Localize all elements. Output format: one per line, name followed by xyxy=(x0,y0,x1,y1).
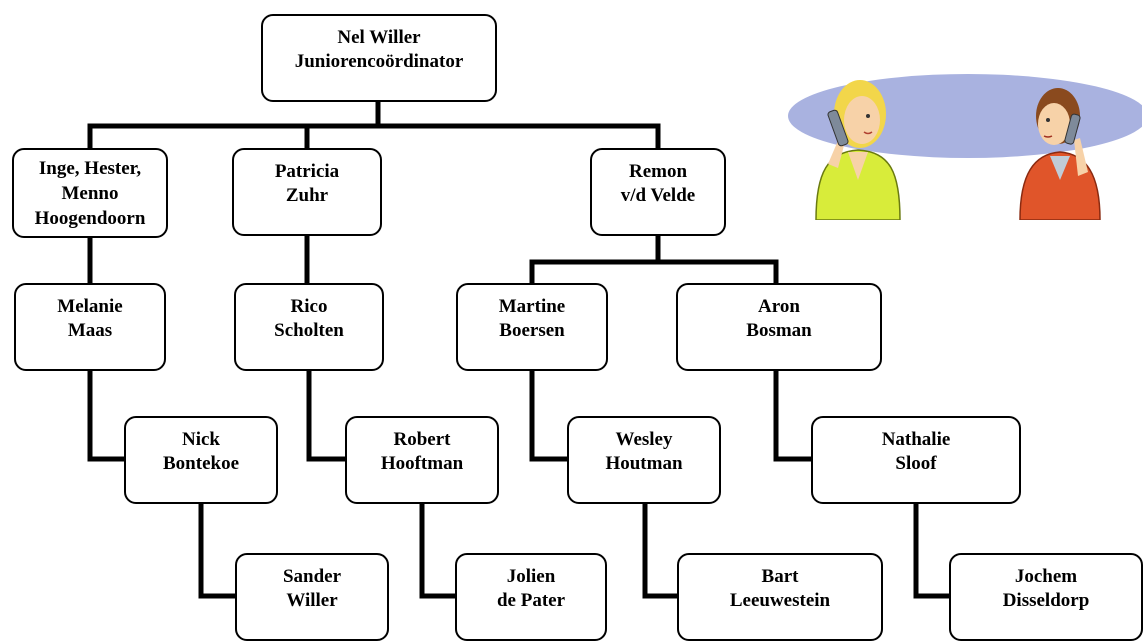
connector-nick-sander xyxy=(198,499,241,599)
node-line: Aron xyxy=(758,296,800,317)
node-nathalie-sloof: Nathalie Sloof xyxy=(811,416,1021,504)
node-inge-hester-menno: Inge, Hester, Menno Hoogendoorn xyxy=(12,148,168,238)
node-line: Bart xyxy=(761,566,799,587)
node-sander-willer: Sander Willer xyxy=(235,553,389,641)
node-line: de Pater xyxy=(496,590,566,611)
node-line: Remon xyxy=(628,161,688,182)
node-line: Nathalie xyxy=(881,429,951,450)
node-line: Houtman xyxy=(605,453,683,474)
two-people-on-phone-icon xyxy=(788,74,1142,220)
node-martine-boersen: Martine Boersen xyxy=(456,283,608,371)
node-line: Boersen xyxy=(499,320,565,341)
node-line: Willer xyxy=(286,590,338,611)
right-person xyxy=(1019,88,1101,220)
node-nel-willer: Nel Willer Juniorencoördinator xyxy=(261,14,497,102)
node-line: Inge, Hester, xyxy=(38,158,142,179)
node-line: Bosman xyxy=(746,320,812,341)
node-nick-bontekoe: Nick Bontekoe xyxy=(124,416,278,504)
node-bart-leeuwestein: Bart Leeuwestein xyxy=(677,553,883,641)
node-line: Maas xyxy=(67,320,113,341)
node-line: v/d Velde xyxy=(620,185,696,206)
node-line: Jolien xyxy=(506,566,556,587)
node-line: Patricia xyxy=(274,161,340,182)
connector-melanie-nick xyxy=(87,367,130,462)
node-line: Sander xyxy=(282,566,342,587)
left-person xyxy=(815,80,901,220)
connector-robert-jolien xyxy=(419,499,461,599)
connector-nathalie-jochem xyxy=(913,499,955,599)
connector-aron-nathalie xyxy=(773,367,817,462)
node-remon-vd-velde: Remon v/d Velde xyxy=(590,148,726,236)
node-line: Disseldorp xyxy=(1002,590,1090,611)
node-line: Juniorencoördinator xyxy=(294,51,464,72)
node-jochem-disseldorp: Jochem Disseldorp xyxy=(949,553,1143,641)
node-line: Martine xyxy=(498,296,566,317)
node-line: Melanie xyxy=(57,296,123,317)
node-line: Bontekoe xyxy=(163,453,239,474)
connector-wesley-bart xyxy=(642,499,683,599)
node-line: Menno xyxy=(61,183,119,204)
node-patricia-zuhr: Patricia Zuhr xyxy=(232,148,382,236)
node-line: Nel Willer xyxy=(337,27,421,48)
connector-martine-wesley xyxy=(529,367,573,462)
node-line: Scholten xyxy=(274,320,344,341)
node-line: Sloof xyxy=(895,453,937,474)
connector-rico-robert xyxy=(306,367,351,462)
node-melanie-maas: Melanie Maas xyxy=(14,283,166,371)
node-line: Nick xyxy=(182,429,220,450)
node-line: Wesley xyxy=(615,429,673,450)
node-line: Leeuwestein xyxy=(729,590,831,611)
node-line: Jochem xyxy=(1014,566,1078,587)
node-line: Rico xyxy=(290,296,328,317)
node-aron-bosman: Aron Bosman xyxy=(676,283,882,371)
node-line: Hooftman xyxy=(380,453,464,474)
node-jolien-de-pater: Jolien de Pater xyxy=(455,553,607,641)
node-wesley-houtman: Wesley Houtman xyxy=(567,416,721,504)
node-line: Hoogendoorn xyxy=(34,208,146,229)
connector-nel-to-level2 xyxy=(87,99,661,153)
node-robert-hooftman: Robert Hooftman xyxy=(345,416,499,504)
node-rico-scholten: Rico Scholten xyxy=(234,283,384,371)
connector-remon-martine-aron xyxy=(529,233,779,288)
node-line: Robert xyxy=(393,429,451,450)
node-line: Zuhr xyxy=(285,185,329,206)
